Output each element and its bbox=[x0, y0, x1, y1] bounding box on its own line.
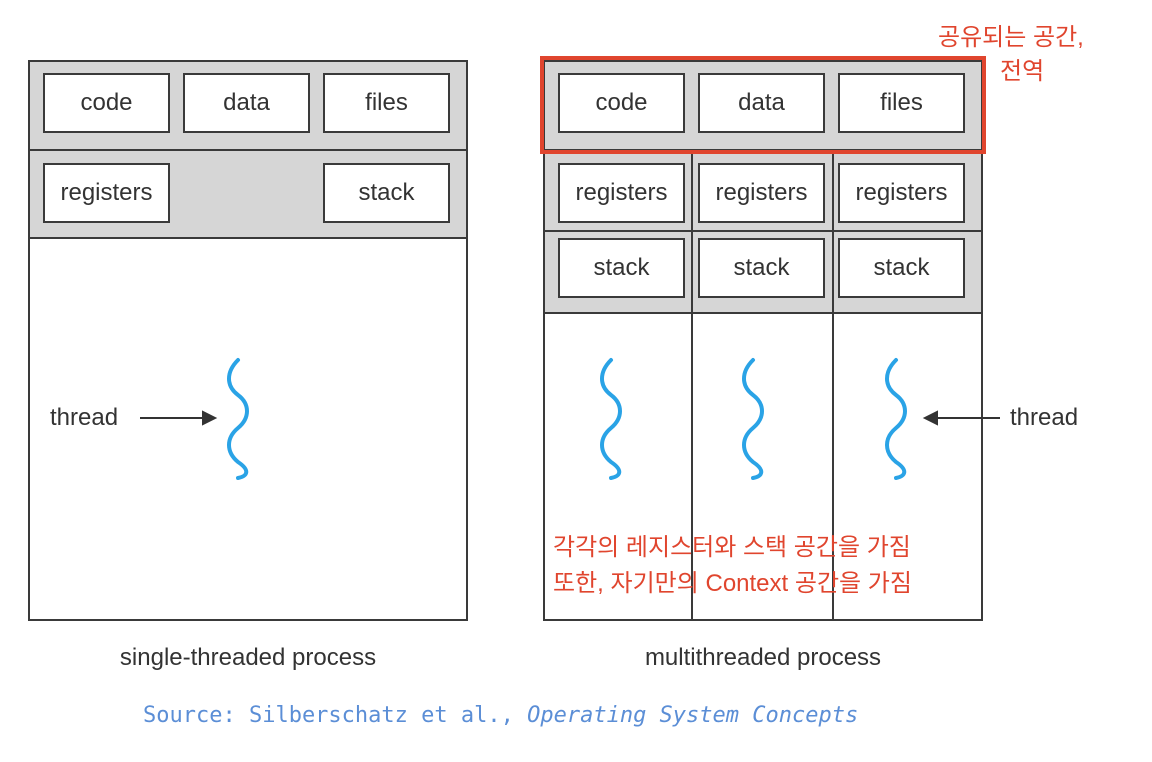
own-annotation-line2: 또한, 자기만의 Context 공간을 가짐 bbox=[553, 570, 912, 597]
multi-thread-squiggle-icon-1 bbox=[600, 358, 622, 480]
single-divider-1 bbox=[30, 149, 466, 151]
multi-stack-box: stack bbox=[558, 238, 685, 298]
multi-divider-3 bbox=[545, 312, 981, 314]
own-annotation-line1: 각각의 레지스터와 스택 공간을 가짐 bbox=[553, 534, 911, 561]
multi-registers-box: registers bbox=[558, 163, 685, 223]
shared-annotation-line1: 공유되는 공간, bbox=[938, 24, 1084, 51]
source-citation: Source: Silberschatz et al., Operating S… bbox=[143, 703, 858, 728]
single-thread-label: thread bbox=[50, 404, 119, 431]
multi-registers-box: registers bbox=[698, 163, 825, 223]
multi-thread-arrowhead-icon bbox=[922, 410, 938, 426]
single-caption: single-threaded process bbox=[119, 644, 377, 671]
multi-thread-squiggle-icon-3 bbox=[885, 358, 907, 480]
multi-divider-2 bbox=[545, 230, 981, 232]
multi-stack-box: stack bbox=[838, 238, 965, 298]
multi-column-divider-2 bbox=[832, 151, 834, 619]
single-files-box: files bbox=[323, 73, 450, 133]
single-stack-box: stack bbox=[323, 163, 450, 223]
multi-caption: multithreaded process bbox=[644, 644, 882, 671]
single-thread-arrowhead-icon bbox=[202, 410, 218, 426]
multi-thread-squiggle-icon-2 bbox=[742, 358, 764, 480]
multi-column-divider-1 bbox=[691, 151, 693, 619]
shared-annotation-line2: 전역 bbox=[1000, 58, 1045, 85]
source-book-title: Operating System Concepts bbox=[527, 703, 859, 728]
shared-region-highlight bbox=[540, 56, 986, 154]
multi-data-box: data bbox=[698, 73, 825, 133]
multi-files-box: files bbox=[838, 73, 965, 133]
multi-registers-box: registers bbox=[838, 163, 965, 223]
multi-stack-box: stack bbox=[698, 238, 825, 298]
multi-code-box: code bbox=[558, 73, 685, 133]
single-data-box: data bbox=[183, 73, 310, 133]
single-code-box: code bbox=[43, 73, 170, 133]
multi-thread-label: thread bbox=[1010, 404, 1079, 431]
single-thread-squiggle-icon bbox=[227, 358, 249, 480]
single-divider-2 bbox=[30, 237, 466, 239]
single-registers-box: registers bbox=[43, 163, 170, 223]
source-prefix: Source: Silberschatz et al., bbox=[143, 703, 528, 728]
